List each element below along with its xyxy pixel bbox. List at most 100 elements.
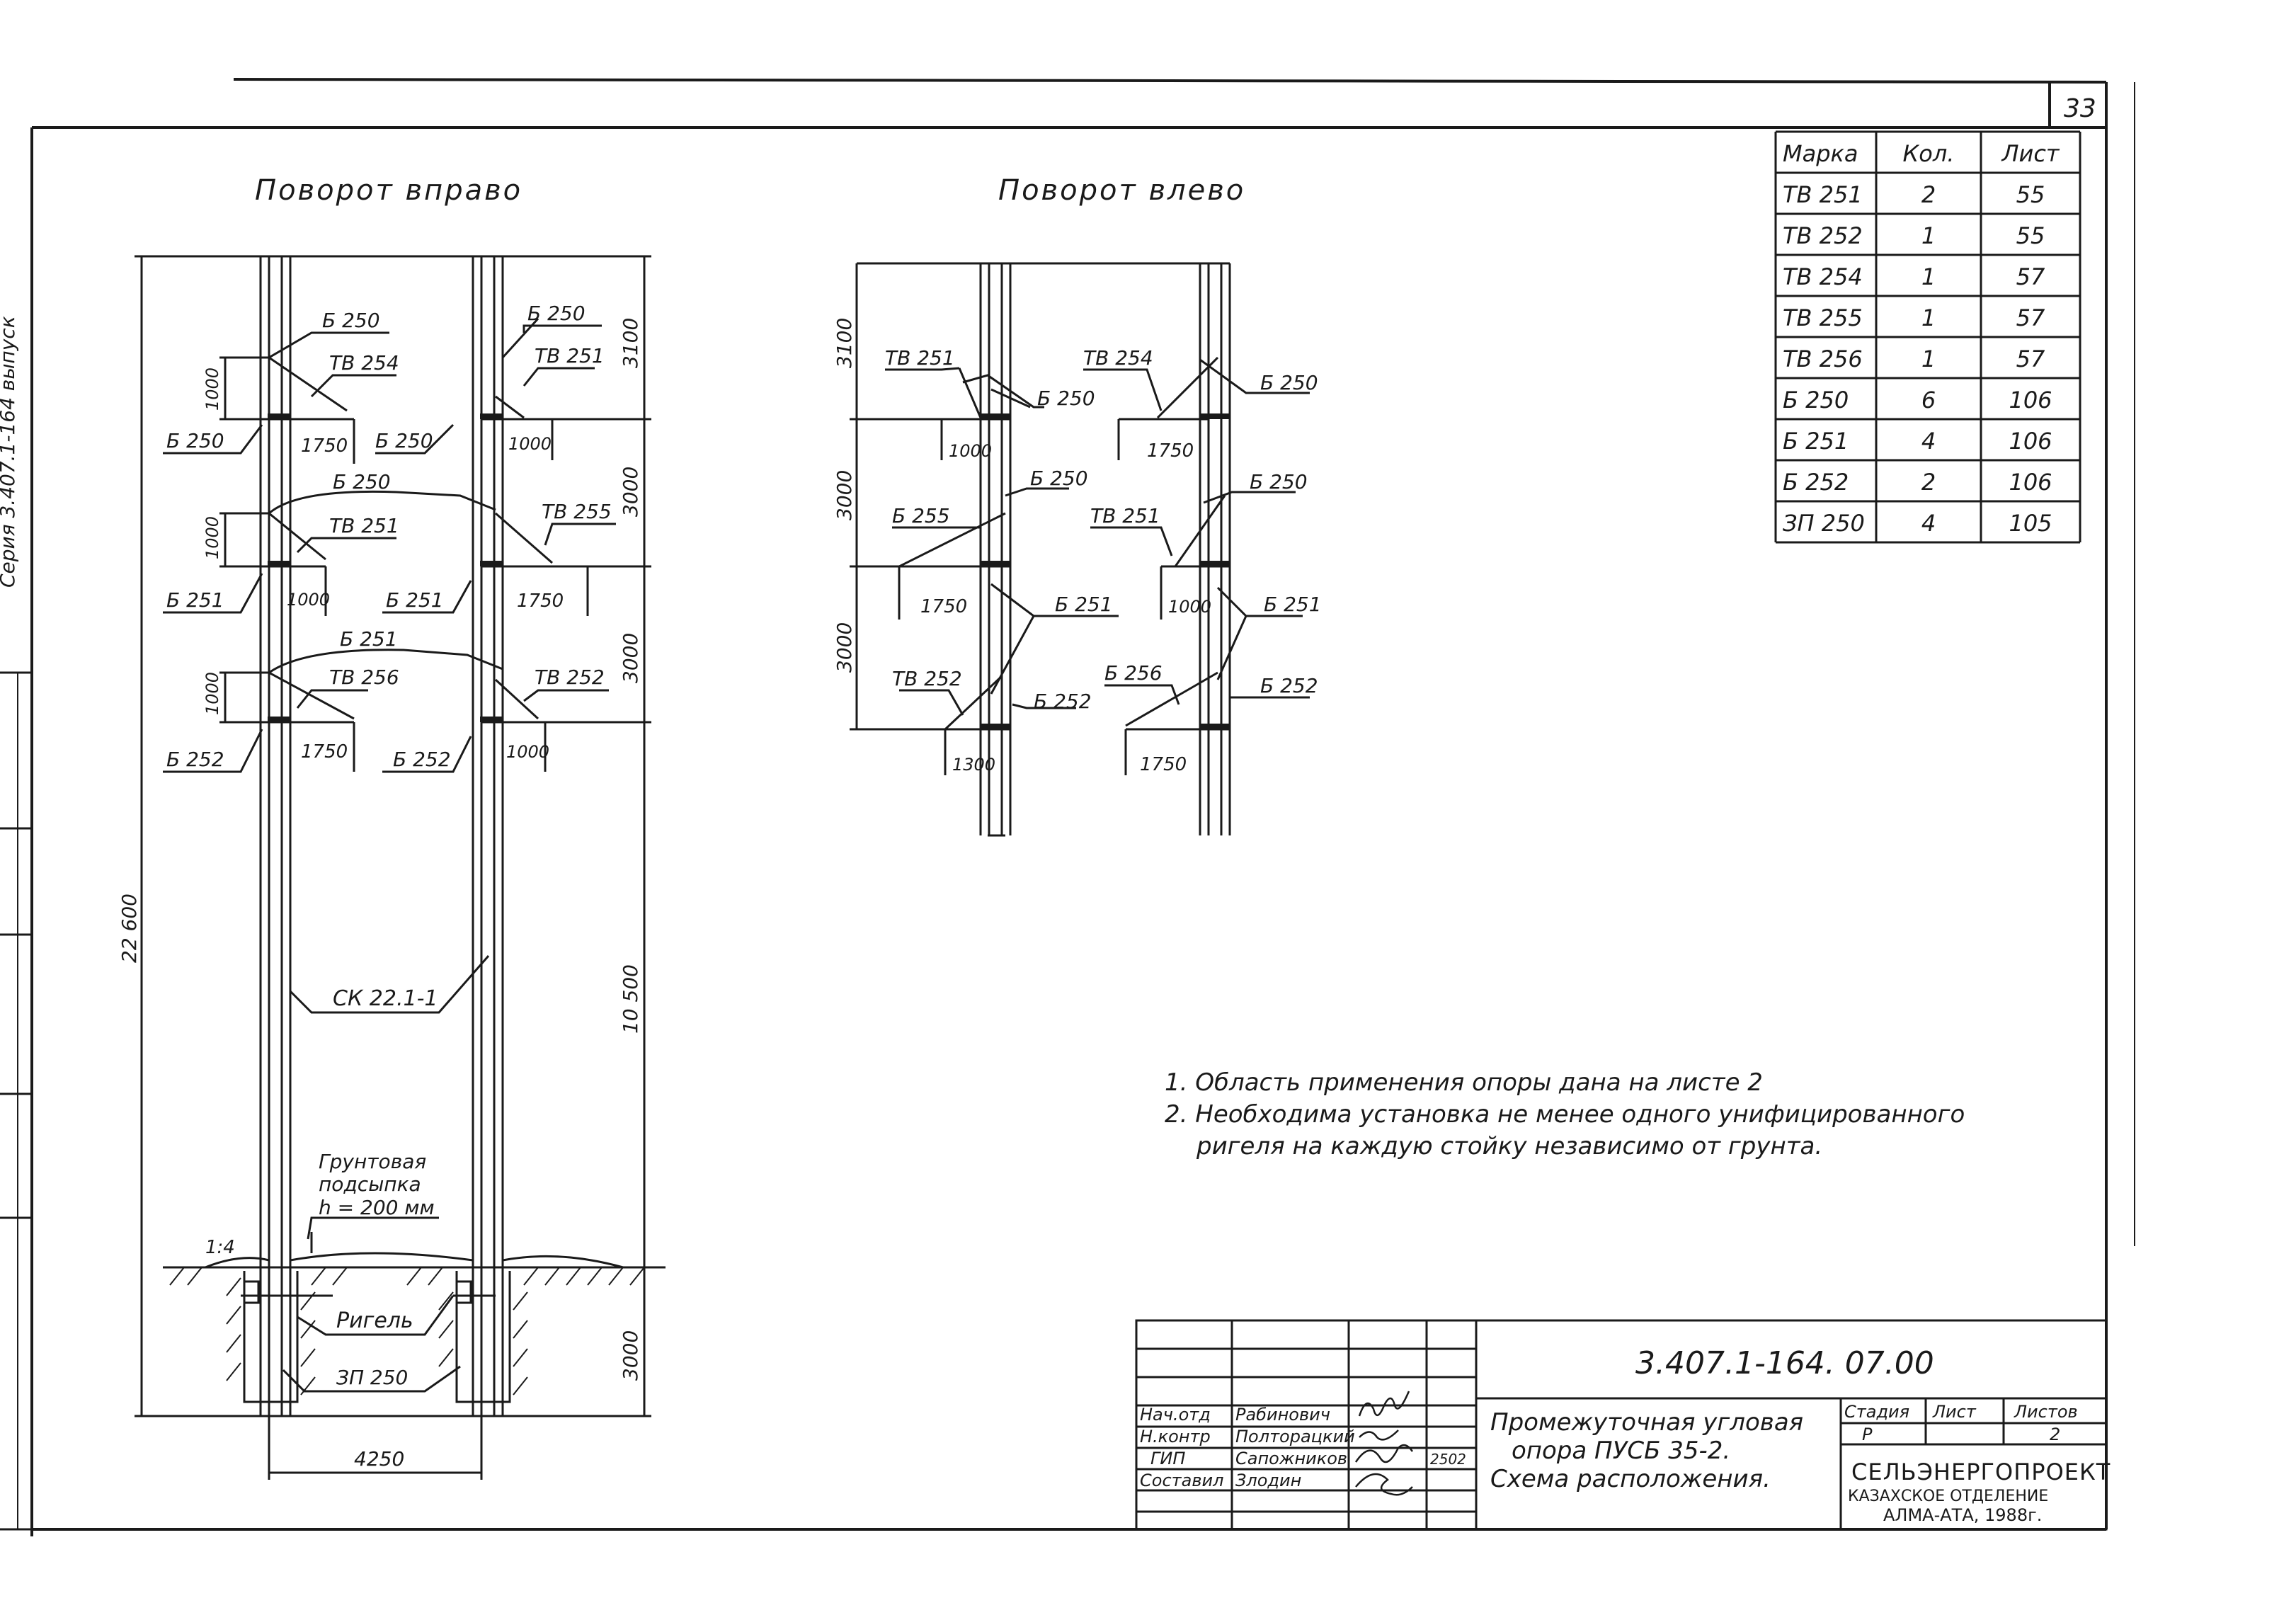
label-b252-left: Б 252 [166, 748, 224, 771]
dim-right-3000-a: 3000 [619, 467, 642, 517]
note-2: 2. Необходима установка не менее одного … [1165, 1100, 1965, 1129]
spec-cell: Б 250 [1783, 387, 1849, 413]
spec-cell: ТВ 252 [1783, 222, 1863, 249]
label-tv251-right: ТВ 251 [535, 344, 605, 367]
label-b252-right: Б 252 [393, 748, 451, 771]
dim-right-10500: 10 500 [619, 964, 642, 1034]
fill-label-3: h = 200 мм [319, 1196, 435, 1219]
view-right-hatch [169, 1267, 645, 1396]
post-label: СК 22.1-1 [333, 986, 438, 1011]
spec-cell: 55 [2016, 222, 2045, 249]
dim-vl-1300-l3: 1300 [952, 755, 995, 775]
spec-cell: 1 [1921, 222, 1936, 249]
name-2: Полторацкий [1235, 1427, 1355, 1446]
view-left-title: Поворот влево [998, 174, 1245, 207]
note-3: ригеля на каждую стойку независимо от гр… [1196, 1132, 1822, 1160]
label-vl-tv254: ТВ 254 [1083, 346, 1153, 370]
label-vl-b250-top-left: Б 250 [1037, 387, 1095, 410]
spec-cell: 1 [1921, 263, 1936, 290]
desc-line-1: Промежуточная угловая [1490, 1408, 1803, 1437]
sheet-number: 33 [2064, 94, 2096, 123]
role-2: Н.контр [1140, 1427, 1211, 1446]
fill-label-1: Грунтовая [319, 1150, 426, 1173]
org-city-year: АЛМА-АТА, 1988г. [1883, 1505, 2042, 1525]
spec-cell: 105 [2009, 510, 2052, 537]
label-b250-mid: Б 250 [333, 470, 391, 493]
spec-cell: 55 [2016, 181, 2045, 208]
role-3: ГИП [1150, 1449, 1185, 1468]
label-tv256: ТВ 256 [329, 666, 399, 689]
view-left-geometry [850, 262, 1310, 837]
dim-right-3100: 3100 [619, 318, 642, 368]
spec-cell: ТВ 251 [1783, 181, 1863, 208]
dim-vl-1750-r3: 1750 [1140, 754, 1187, 775]
label-b251-mid: Б 251 [340, 627, 398, 651]
dim-left-3100: 3100 [833, 318, 856, 368]
label-vl-b250-mid-right: Б 250 [1250, 470, 1308, 493]
spec-cell: 6 [1921, 387, 1936, 413]
label-b250-top-right: Б 250 [527, 302, 586, 325]
spec-table-grid [1774, 130, 2081, 544]
notes: 1. Область применения опоры дана на лист… [1165, 1068, 1965, 1160]
spec-cell: Б 252 [1783, 469, 1849, 496]
org-branch: КАЗАХСКОЕ ОТДЕЛЕНИЕ [1848, 1488, 2048, 1505]
spec-cell: 1 [1921, 346, 1936, 372]
dim-arm-1750-r2: 1750 [517, 590, 564, 612]
fill-label-2: подсыпка [319, 1172, 421, 1196]
spec-cell: 57 [2016, 346, 2045, 372]
dim-total-height: 22 600 [118, 894, 141, 963]
sheet-header: Лист [1932, 1402, 1977, 1422]
dim-right-3000-c: 3000 [619, 1330, 642, 1381]
name-1: Рабинович [1235, 1405, 1330, 1425]
slab-label: ЗП 250 [336, 1366, 408, 1389]
note-1: 1. Область применения опоры дана на лист… [1165, 1068, 1763, 1097]
view-right-labels: 22 600 3100 3000 3000 10 500 3000 Б 250 … [118, 302, 642, 1471]
label-vl-b250-top-right: Б 250 [1260, 371, 1318, 394]
dim-vl-1750-l2: 1750 [920, 596, 967, 617]
spec-cell: 106 [2009, 469, 2052, 496]
view-right-geometry [135, 255, 666, 1480]
span-label: 4250 [354, 1447, 404, 1471]
spec-cell: ЗП 250 [1783, 510, 1865, 537]
label-vl-b250-mid-left: Б 250 [1030, 467, 1088, 490]
sheets-value: 2 [2050, 1425, 2060, 1444]
dim-arm-1000-r3: 1000 [506, 742, 549, 762]
dim-arm-1750-l1: 1750 [301, 435, 348, 457]
sheet-frame [0, 78, 2135, 1536]
label-vl-b252-right: Б 252 [1260, 674, 1318, 697]
dim-arm-1750-l3: 1750 [301, 741, 348, 763]
name-4: Злодин [1235, 1471, 1301, 1490]
label-vl-b256: Б 256 [1104, 661, 1163, 685]
drawing-code: 3.407.1-164. 07.00 [1635, 1345, 1934, 1381]
sheets-header: Листов [2014, 1402, 2078, 1422]
spec-header-cell: Марка [1783, 140, 1858, 167]
dim-vl-1000-l1: 1000 [949, 441, 992, 461]
spec-header-cell: Лист [2001, 140, 2060, 167]
label-vl-tv252: ТВ 252 [892, 667, 962, 690]
date-value: 2502 [1430, 1451, 1466, 1468]
title-block: 3.407.1-164. 07.00 Нач.отд Н.контр ГИП С… [1135, 1319, 2110, 1531]
dim-vl-1750-r1: 1750 [1147, 440, 1194, 462]
label-vl-b251-right: Б 251 [1264, 593, 1322, 616]
label-b250-side-left: Б 250 [166, 429, 224, 452]
label-tv255: ТВ 255 [542, 500, 612, 523]
label-vl-tv251-top: ТВ 251 [885, 346, 955, 370]
rigel-label: Ригель [336, 1308, 413, 1333]
side-stamp: Серия 3.407.1-164 выпуск [0, 316, 19, 588]
view-left-labels: 3100 3000 3000 ТВ 251 Б 250 ТВ 254 Б 250… [833, 318, 1322, 775]
role-1: Нач.отд [1140, 1405, 1211, 1425]
desc-line-3: Схема расположения. [1490, 1465, 1771, 1493]
label-tv251-left: ТВ 251 [329, 514, 399, 537]
spec-cell: 57 [2016, 304, 2045, 331]
label-b250-top-left: Б 250 [322, 309, 380, 332]
spec-cell: 106 [2009, 387, 2052, 413]
label-vl-b251-left: Б 251 [1055, 593, 1113, 616]
slope-label: 1:4 [205, 1237, 235, 1258]
spec-header-cell: Кол. [1903, 140, 1955, 167]
spec-cell: Б 251 [1783, 428, 1849, 455]
spec-cell: 4 [1921, 510, 1936, 537]
spec-cell: ТВ 255 [1783, 304, 1863, 331]
stage-header: Стадия [1844, 1402, 1909, 1422]
